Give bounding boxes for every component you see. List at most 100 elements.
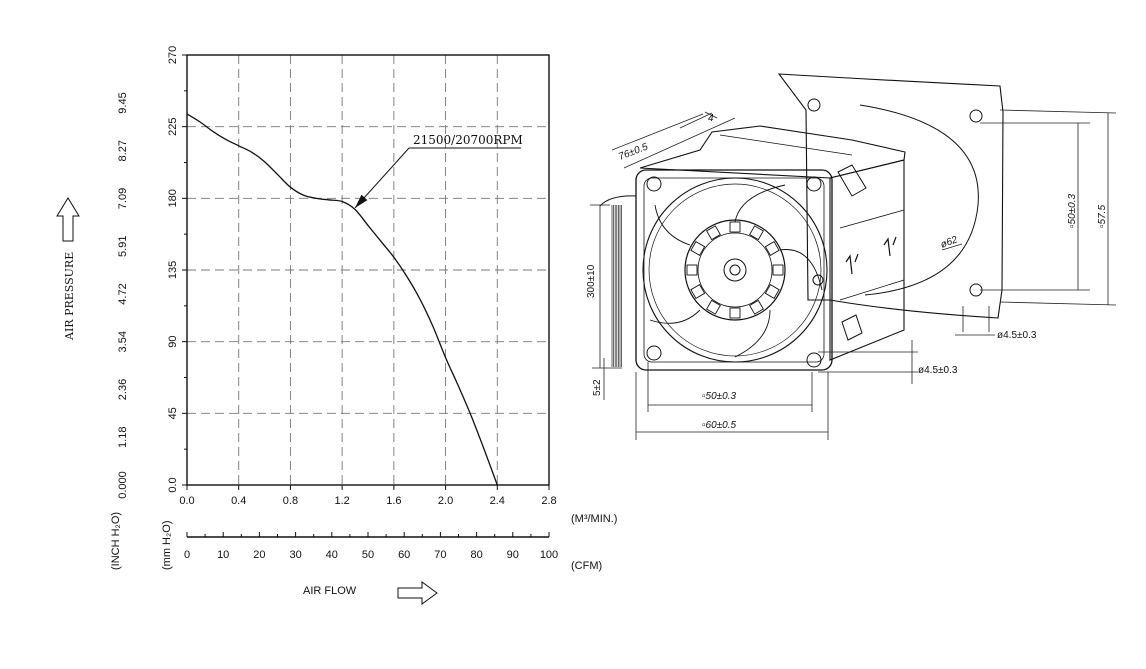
housing-edge-2	[839, 279, 905, 301]
housing-side	[829, 159, 905, 361]
svg-text:5±2: 5±2	[592, 379, 603, 396]
blade-2	[779, 249, 823, 291]
inch-tick-label: 7.09	[117, 188, 129, 209]
pressure-axis-ticks	[182, 54, 187, 486]
cfm-tick-label: 80	[470, 549, 482, 561]
rear-venturi	[859, 104, 979, 296]
hub-slot	[764, 284, 780, 299]
x-tick-label: 1.6	[386, 495, 401, 507]
blade-1	[734, 184, 786, 223]
svg-text:300±10: 300±10	[586, 264, 597, 298]
y-axis-title: AIR PRESSURE	[63, 252, 76, 341]
hub-slots	[686, 221, 784, 319]
inch-tick-label: 4.72	[117, 283, 129, 304]
lead-wires	[611, 205, 622, 367]
side-clip-bottom	[841, 314, 863, 341]
hub-slot	[772, 264, 784, 276]
x-tick-label: 2.0	[438, 495, 453, 507]
plot-frame	[186, 54, 550, 486]
front-hole-bl	[646, 345, 662, 361]
front-hole-tl	[646, 176, 662, 192]
x-tick-label: 1.2	[334, 495, 349, 507]
svg-text:ø4.5±0.3: ø4.5±0.3	[918, 365, 958, 376]
y-unit-mm-label: (mm H₂O)	[161, 521, 173, 570]
series-line	[186, 113, 498, 486]
hub-slot	[729, 307, 741, 319]
hub-slot	[749, 225, 764, 241]
y-tick-label: 270	[167, 46, 179, 64]
cfm-tick-label: 10	[217, 549, 229, 561]
cfm-tick-label: 40	[326, 549, 338, 561]
side-logo-1	[845, 253, 859, 275]
cfm-tick-label: 100	[540, 549, 558, 561]
cfm-axis	[186, 532, 550, 538]
hub-slot	[706, 299, 721, 315]
hub-slot	[749, 299, 764, 315]
svg-text:▫60±0.5: ▫60±0.5	[702, 420, 736, 431]
y-axis-arrow-icon	[56, 197, 80, 242]
x-tick-label: 2.8	[541, 495, 556, 507]
hub-slot	[706, 225, 721, 241]
hub-slot	[690, 241, 706, 256]
svg-text:▫50±0.3: ▫50±0.3	[702, 391, 736, 402]
inch-tick-label: 2.36	[117, 379, 129, 400]
x-unit-label: (M³/MIN.)	[571, 513, 617, 525]
inch-tick-label: 1.18	[117, 427, 129, 448]
hub-slot	[690, 284, 706, 299]
x-axis-arrow-icon	[397, 581, 438, 605]
inch-tick-label: 8.27	[117, 140, 129, 161]
cfm-tick-label: 50	[362, 549, 374, 561]
blade-5	[654, 204, 691, 246]
fan-mechanical-drawing: 76±0.5 4 300±10 5±2 ▫50±0.3 ▫60±0.5 ▫50±…	[586, 73, 1117, 440]
cfm-tick-label: 60	[398, 549, 410, 561]
x-tick-label: 0.4	[231, 495, 246, 507]
front-venturi-inner	[648, 183, 822, 357]
annotation-arrowhead	[355, 194, 368, 208]
side-logo-2	[883, 236, 897, 257]
y-tick-label: 0.0	[167, 477, 179, 492]
y-tick-label: 90	[167, 336, 179, 348]
blade-4	[649, 309, 701, 324]
dimension-lines	[590, 109, 1117, 440]
svg-text:76±0.5: 76±0.5	[617, 141, 650, 162]
x-axis-title: AIR FLOW	[303, 585, 357, 597]
x-tick-label: 2.4	[490, 495, 505, 507]
svg-text:▫57.5: ▫57.5	[1097, 205, 1108, 228]
flow-axis-ticks	[186, 485, 550, 490]
svg-text:ø4.5±0.3: ø4.5±0.3	[997, 330, 1037, 341]
front-venturi	[642, 177, 828, 363]
curves	[186, 113, 498, 486]
inch-tick-label: 9.45	[117, 92, 129, 113]
housing-edge-3	[719, 134, 853, 156]
y-tick-label: 135	[167, 261, 179, 279]
grid	[187, 55, 549, 485]
hub-slot	[764, 241, 780, 256]
cfm-tick-label: 0	[184, 549, 190, 561]
hub-ring	[697, 232, 773, 308]
y-tick-label: 45	[167, 407, 179, 419]
side-clip-top	[837, 164, 867, 197]
housing-edge-1	[839, 209, 905, 229]
svg-text:ø62: ø62	[939, 234, 959, 251]
inch-tick-label: 3.54	[117, 331, 129, 352]
front-frame-inner	[643, 177, 825, 363]
hub-slot	[686, 264, 698, 276]
svg-text:4: 4	[708, 113, 714, 124]
hub-center	[723, 258, 747, 282]
hub-slot	[729, 221, 741, 233]
cfm-unit-label: (CFM)	[571, 560, 602, 572]
x-tick-label: 0.8	[283, 495, 298, 507]
y-tick-label: 225	[167, 117, 179, 135]
cfm-tick-label: 20	[253, 549, 265, 561]
inch-tick-label: 0.000	[117, 471, 129, 499]
hub-shaft	[729, 264, 741, 276]
cfm-tick-label: 30	[289, 549, 301, 561]
wire-bracket	[599, 195, 637, 207]
hub-outer	[684, 219, 786, 321]
front-frame-outer	[635, 169, 833, 371]
inch-tick-label: 5.91	[117, 236, 129, 257]
front-hole-br	[806, 352, 822, 368]
